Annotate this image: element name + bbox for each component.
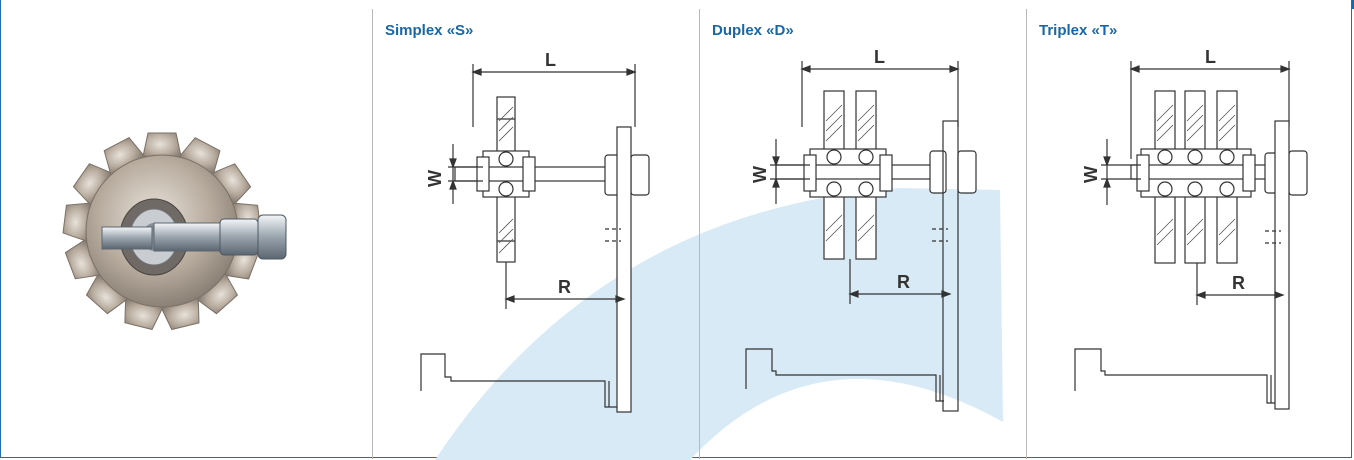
duplex-diagram: L W R	[745, 47, 977, 412]
dim-label-w: W	[425, 170, 445, 187]
dim-label-l: L	[545, 50, 556, 70]
dim-label-r: R	[558, 277, 571, 297]
dim-label-w: W	[750, 166, 770, 183]
dim-label-w: W	[1081, 166, 1101, 183]
duplex-panel: Duplex «D» L W R	[699, 9, 1026, 459]
triplex-diagram: L W R	[1074, 47, 1308, 410]
panel-title-duplex: Duplex «D»	[712, 22, 794, 39]
panel-title-simplex: Simplex «S»	[385, 22, 474, 39]
dim-label-l: L	[874, 47, 885, 67]
panel-title-triplex: Triplex «T»	[1039, 22, 1118, 39]
dim-label-l: L	[1205, 47, 1216, 67]
product-photo-panel	[0, 9, 372, 459]
sprocket-photo	[62, 132, 287, 331]
simplex-diagram: L W R	[420, 50, 650, 413]
triplex-panel: Triplex «T» L W R	[1026, 9, 1352, 459]
dim-label-r: R	[897, 272, 910, 292]
simplex-panel: Simplex «S» L W	[372, 9, 699, 459]
dim-label-r: R	[1232, 273, 1245, 293]
